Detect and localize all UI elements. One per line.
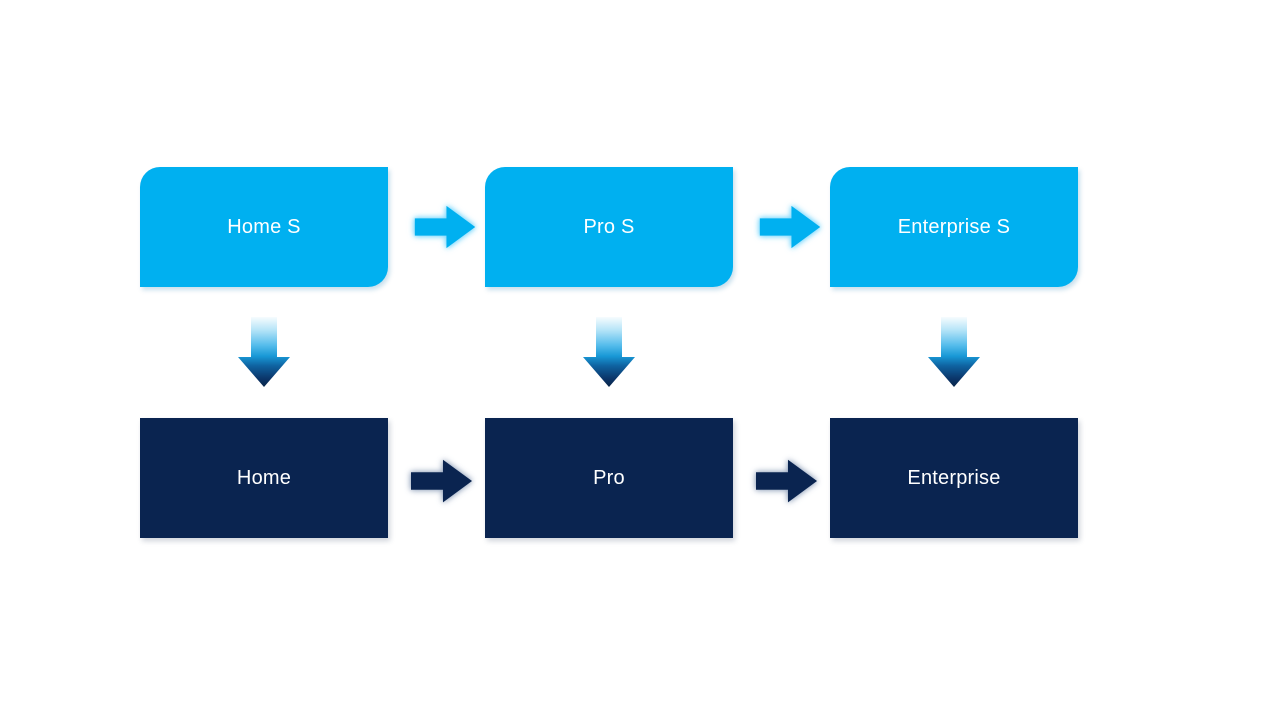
right-arrow-icon <box>759 205 821 249</box>
node-label: Enterprise <box>907 466 1001 489</box>
node-label: Home S <box>227 215 301 238</box>
right-arrow-icon <box>414 205 476 249</box>
node-home-s: Home S <box>140 167 388 287</box>
node-enterprise-s: Enterprise S <box>830 167 1078 287</box>
node-label: Enterprise S <box>897 215 1011 238</box>
down-arrow-icon <box>238 317 290 387</box>
down-arrow-icon <box>928 317 980 387</box>
node-pro-s: Pro S <box>485 167 733 287</box>
node-enterprise: Enterprise <box>830 418 1078 538</box>
down-arrow-icon <box>583 317 635 387</box>
node-label: Pro <box>593 466 625 489</box>
node-label: Pro S <box>583 215 635 238</box>
right-arrow-icon <box>756 459 818 503</box>
node-pro: Pro <box>485 418 733 538</box>
right-arrow-icon <box>411 459 473 503</box>
node-label: Home <box>236 466 292 489</box>
node-home: Home <box>140 418 388 538</box>
